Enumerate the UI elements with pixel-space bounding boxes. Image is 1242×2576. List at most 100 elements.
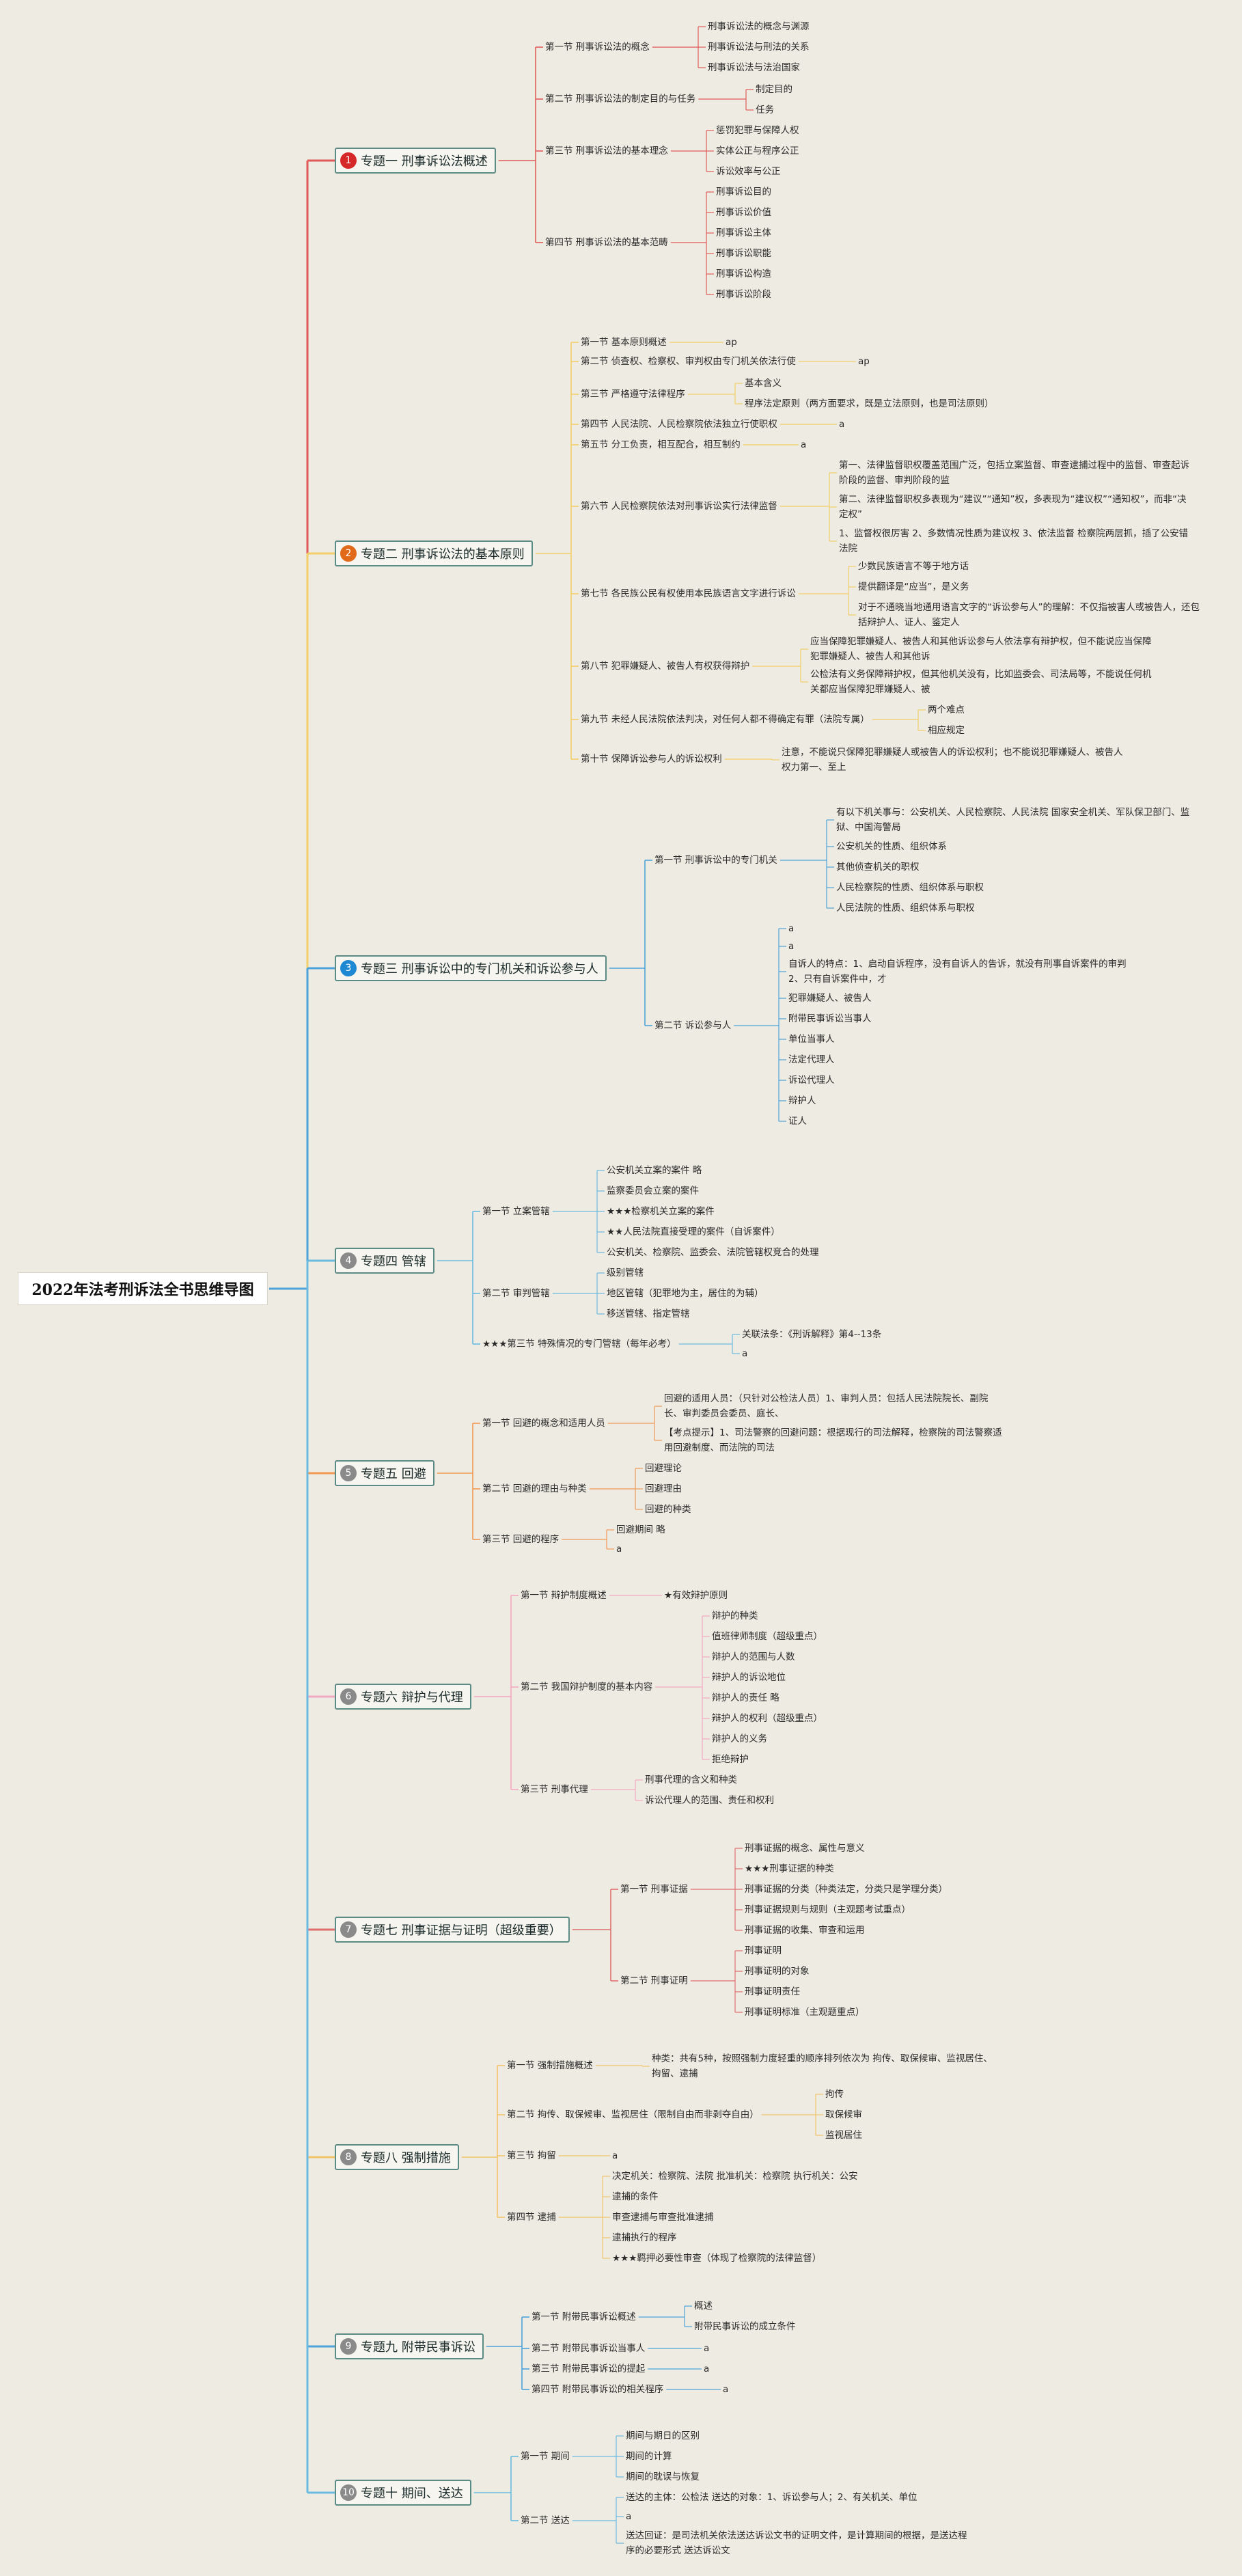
leaf-node[interactable]: 人民法院的性质、组织体系与职权	[836, 903, 975, 914]
section-node[interactable]: 第二节 侦查权、检察权、审判权由专门机关依法行使	[581, 356, 796, 367]
section-node[interactable]: 第三节 严格遵守法律程序	[581, 389, 685, 400]
note-node[interactable]: a	[801, 439, 807, 450]
section-node[interactable]: 第一节 刑事诉讼法的概念	[545, 42, 650, 53]
leaf-node[interactable]: 期间与期日的区别	[626, 2430, 700, 2441]
leaf-node[interactable]: 诉讼效率与公正	[716, 166, 781, 177]
note-node[interactable]: a	[723, 2384, 729, 2395]
leaf-node[interactable]: ★★人民法院直接受理的案件（自诉案件）	[607, 1227, 780, 1237]
leaf-node[interactable]: 刑事证据规则与规则（主观题考试重点）	[745, 1904, 911, 1915]
leaf-node[interactable]: a	[788, 941, 795, 952]
leaf-node[interactable]: 移送管辖、指定管辖	[607, 1308, 690, 1319]
leaf-node[interactable]: 两个难点	[928, 704, 965, 715]
leaf-node[interactable]: 制定目的	[756, 84, 792, 95]
leaf-node[interactable]: 回避期间 略	[616, 1524, 665, 1535]
section-node[interactable]: 第二节 回避的理由与种类	[482, 1483, 587, 1494]
leaf-node[interactable]: 犯罪嫌疑人、被告人	[788, 993, 872, 1004]
section-node[interactable]: 第六节 人民检察院依法对刑事诉讼实行法律监督	[581, 501, 777, 512]
leaf-node[interactable]: 刑事诉讼阶段	[716, 289, 771, 300]
leaf-node[interactable]: 拘传	[825, 2089, 844, 2100]
leaf-node[interactable]: 刑事证明	[745, 1945, 782, 1956]
section-node[interactable]: 第二节 刑事证明	[620, 1975, 688, 1986]
leaf-node[interactable]: 拒绝辩护	[712, 1754, 749, 1765]
leaf-node[interactable]: 概述	[694, 2301, 713, 2312]
note-node[interactable]: a	[839, 419, 845, 430]
leaf-node[interactable]: a	[788, 923, 795, 934]
section-node[interactable]: 第七节 各民族公民有权使用本民族语言文字进行诉讼	[581, 588, 796, 599]
leaf-node[interactable]: 辩护人的义务	[712, 1734, 767, 1744]
mind-map-root[interactable]: 2022年法考刑诉法全书思维导图	[18, 1272, 268, 1305]
leaf-node[interactable]: 决定机关：检察院、法院 批准机关：检察院 执行机关：公安	[612, 2171, 858, 2182]
section-node[interactable]: 第二节 刑事诉讼法的制定目的与任务	[545, 94, 696, 105]
section-node[interactable]: 第一节 期间	[521, 2451, 570, 2462]
leaf-node[interactable]: 送达的主体：公检法 送达的对象：1、诉讼参与人；2、有关机关、单位	[626, 2492, 917, 2503]
leaf-node[interactable]: 附带民事诉讼当事人	[788, 1013, 872, 1024]
leaf-node[interactable]: 公检法有义务保障辩护权，但其他机关没有，比如监委会、司法局等，不能说任何机关都应…	[810, 669, 1152, 695]
leaf-node[interactable]: 监察委员会立案的案件	[607, 1186, 699, 1196]
leaf-node[interactable]: 审查逮捕与审查批准逮捕	[612, 2212, 714, 2223]
leaf-node[interactable]: 辩护人的责任 略	[712, 1693, 779, 1703]
leaf-node[interactable]: 回避的适用人员：（只针对公检法人员）1、审判人员：包括人民法院院长、副院长、审判…	[664, 1393, 989, 1419]
note-node[interactable]: a	[704, 2363, 710, 2374]
leaf-node[interactable]: ★★★刑事证据的种类	[745, 1863, 834, 1874]
leaf-node[interactable]: 有以下机关事与：公安机关、人民检察院、人民法院 国家安全机关、军队保卫部门、监狱…	[836, 807, 1190, 833]
leaf-node[interactable]: 期间的计算	[626, 2451, 672, 2462]
leaf-node[interactable]: 刑事诉讼价值	[716, 207, 771, 218]
leaf-node[interactable]: 【考点提示】1、司法警察的回避问题：根据现行的司法解释，检察院的司法警察适用回避…	[664, 1427, 1002, 1453]
section-node[interactable]: 第二节 送达	[521, 2515, 570, 2526]
section-node[interactable]: 第九节 未经人民法院依法判决，对任何人都不得确定有罪（法院专属）	[581, 714, 870, 725]
leaf-node[interactable]: 关联法条：《刑诉解释》第4--13条	[742, 1329, 882, 1340]
leaf-node[interactable]: 公安机关立案的案件 略	[607, 1165, 702, 1176]
leaf-node[interactable]: 取保候审	[825, 2109, 862, 2120]
leaf-node[interactable]: 实体公正与程序公正	[716, 146, 799, 156]
section-node[interactable]: 第二节 我国辩护制度的基本内容	[521, 1682, 653, 1693]
section-node[interactable]: 第三节 回避的程序	[482, 1534, 560, 1545]
leaf-node[interactable]: 刑事诉讼职能	[716, 248, 771, 259]
leaf-node[interactable]: 法定代理人	[788, 1054, 835, 1065]
section-node[interactable]: 第一节 刑事诉讼中的专门机关	[654, 855, 777, 866]
leaf-node[interactable]: 基本含义	[745, 378, 782, 389]
leaf-node[interactable]: 惩罚犯罪与保障人权	[716, 125, 799, 136]
section-node[interactable]: 第三节 刑事代理	[521, 1784, 588, 1795]
leaf-node[interactable]: 证人	[788, 1116, 807, 1127]
leaf-node[interactable]: 对于不通晓当地通用语言文字的“诉讼参与人”的理解：不仅指被害人或被告人，还包括辩…	[858, 602, 1200, 628]
section-node[interactable]: 第三节 拘留	[507, 2150, 556, 2161]
leaf-node[interactable]: 刑事诉讼目的	[716, 187, 771, 197]
section-node[interactable]: 第二节 附带民事诉讼当事人	[532, 2343, 646, 2354]
note-node[interactable]: a	[704, 2343, 710, 2354]
section-node[interactable]: 第一节 基本原则概述	[581, 337, 667, 348]
leaf-node[interactable]: 地区管辖（犯罪地为主，居住的为辅）	[607, 1288, 764, 1299]
leaf-node[interactable]: 刑事诉讼构造	[716, 269, 771, 279]
leaf-node[interactable]: 附带民事诉讼的成立条件	[694, 2321, 796, 2332]
leaf-node[interactable]: 回避理由	[645, 1483, 682, 1494]
section-node[interactable]: 第三节 附带民事诉讼的提起	[532, 2363, 646, 2374]
leaf-node[interactable]: 送达回证：是司法机关依法送达诉讼文书的证明文件，是计算期间的根据，是送达程序的必…	[626, 2530, 967, 2556]
leaf-node[interactable]: 提供翻译是“应当”，是义务	[858, 581, 969, 592]
leaf-node[interactable]: 刑事证明标准（主观题重点）	[745, 2007, 865, 2018]
note-node[interactable]: 种类：共有5种，按照强制力度轻重的顺序排列依次为 拘传、取保候审、监视居住、拘留…	[652, 2053, 993, 2079]
leaf-node[interactable]: 第一、法律监督职权覆盖范围广泛，包括立案监督、审查逮捕过程中的监督、审查起诉阶段…	[839, 460, 1189, 486]
leaf-node[interactable]: 回避的种类	[645, 1504, 691, 1515]
leaf-node[interactable]: 公安机关的性质、组织体系	[836, 841, 947, 852]
leaf-node[interactable]: 辩护人	[788, 1095, 816, 1106]
leaf-node[interactable]: 辩护人的诉讼地位	[712, 1672, 786, 1683]
leaf-node[interactable]: 应当保障犯罪嫌疑人、被告人和其他诉讼参与人依法享有辩护权，但不能说应当保障犯罪嫌…	[810, 636, 1152, 662]
note-node[interactable]: ap	[726, 337, 737, 348]
section-node[interactable]: 第一节 附带民事诉讼概述	[532, 2312, 636, 2322]
section-node[interactable]: 第四节 附带民事诉讼的相关程序	[532, 2384, 664, 2395]
leaf-node[interactable]: 辩护人的范围与人数	[712, 1652, 795, 1662]
leaf-node[interactable]: 辩护人的权利（超级重点）	[712, 1713, 823, 1724]
leaf-node[interactable]: 刑事证据的概念、属性与意义	[745, 1843, 865, 1854]
leaf-node[interactable]: 刑事诉讼法的概念与渊源	[708, 21, 810, 32]
leaf-node[interactable]: ★★★羁押必要性审查（体现了检察院的法律监督）	[612, 2253, 822, 2264]
leaf-node[interactable]: 刑事诉讼法与法治国家	[708, 62, 800, 73]
note-node[interactable]: ★有效辩护原则	[664, 1590, 728, 1601]
leaf-node[interactable]: 逮捕执行的程序	[612, 2232, 677, 2243]
section-node[interactable]: 第一节 回避的概念和适用人员	[482, 1418, 605, 1429]
section-node[interactable]: ★★★第三节 特殊情况的专门管辖（每年必考）	[482, 1339, 676, 1349]
